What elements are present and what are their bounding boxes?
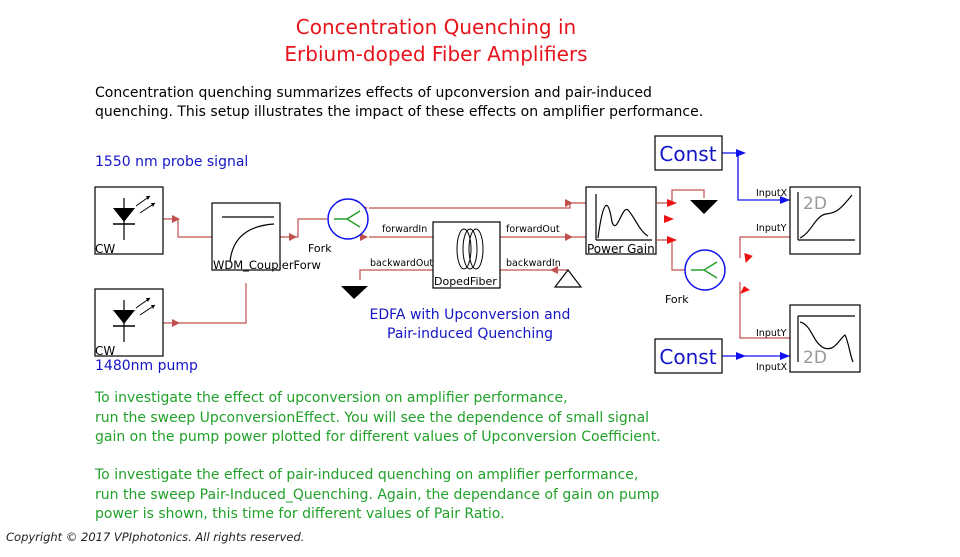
- description: Concentration quenching summarizes effec…: [95, 84, 815, 122]
- port-inputx-bottom: InputX: [756, 362, 788, 373]
- wdm-coupler[interactable]: WDM_CouplerForw: [211, 202, 321, 272]
- plot-top-label: 2D: [803, 194, 827, 214]
- page-title: Concentration Quenching in Erbium-doped …: [0, 14, 872, 68]
- description-line-2: quenching. This setup illustrates the im…: [95, 104, 704, 120]
- port-inputx-top: InputX: [756, 188, 788, 199]
- title-line-1: Concentration Quenching in: [295, 15, 577, 39]
- copyright-notice: Copyright © 2017 VPIphotonics. All right…: [6, 530, 305, 544]
- port-backwardout: backwardOut: [370, 258, 433, 269]
- plot-bottom-label: 2D: [803, 348, 827, 368]
- wire-cw-top-to-wdm[interactable]: [163, 218, 212, 238]
- fork-right-label: Fork: [665, 293, 689, 306]
- wire-fork-to-forwardin[interactable]: [369, 202, 586, 209]
- wire-wdm-to-fork[interactable]: [280, 218, 327, 238]
- null-sink-right[interactable]: [690, 200, 718, 214]
- pump-label: 1480nm pump: [95, 358, 198, 374]
- probe-signal-label: 1550 nm probe signal: [95, 154, 249, 170]
- upconversion-line-1: To investigate the effect of upconversio…: [95, 390, 568, 406]
- wdm-label: WDM_CouplerForw: [213, 258, 321, 272]
- electrical-wires: [722, 152, 790, 357]
- upconversion-line-3: gain on the pump power plotted for diffe…: [95, 429, 661, 445]
- power-gain-block[interactable]: Power Gain: [585, 186, 657, 256]
- port-forwardin: forwardIn: [382, 224, 427, 235]
- wire-cw-bottom-to-wdm[interactable]: [163, 283, 247, 324]
- fork-left-label: Fork: [308, 242, 332, 255]
- wire-fork2-to-plot-top[interactable]: [739, 236, 790, 258]
- power-gain-label: Power Gain: [587, 242, 655, 256]
- cw-laser-bottom[interactable]: CW: [94, 288, 164, 358]
- port-inputy-top: InputY: [756, 223, 787, 234]
- upconversion-instructions: To investigate the effect of upconversio…: [95, 389, 815, 448]
- pair-quenching-instructions: To investigate the effect of pair-induce…: [95, 466, 815, 525]
- doped-fiber[interactable]: DopedFiber: [432, 221, 501, 289]
- fork-left[interactable]: Fork: [308, 198, 369, 255]
- cw-laser-top[interactable]: CW: [94, 186, 164, 256]
- const-bottom-label: Const: [659, 345, 716, 369]
- doped-fiber-label: DopedFiber: [434, 275, 497, 288]
- const-top[interactable]: Const: [654, 135, 723, 171]
- edfa-label: EDFA with Upconversion and Pair-induced …: [340, 306, 600, 344]
- pair-line-2: run the sweep Pair-Induced_Quenching. Ag…: [95, 486, 660, 503]
- port-forwardout: forwardOut: [506, 224, 560, 235]
- cw-top-label: CW: [95, 242, 115, 256]
- description-line-1: Concentration quenching summarizes effec…: [95, 85, 652, 101]
- null-source-right[interactable]: [553, 269, 583, 288]
- port-backwardin: backwardIn: [506, 258, 561, 269]
- blue-arrows: [736, 149, 790, 360]
- edfa-label-line-1: EDFA with Upconversion and: [369, 307, 571, 323]
- wire-const-top-out[interactable]: [722, 152, 790, 201]
- const-bottom[interactable]: Const: [654, 338, 723, 374]
- wire-fork2-to-plot-bottom[interactable]: [739, 282, 790, 339]
- fork-right[interactable]: Fork: [665, 249, 726, 306]
- pair-line-3: power is shown, this time for different …: [95, 506, 505, 522]
- plot-2d-bottom[interactable]: 2D: [789, 304, 861, 373]
- cw-bottom-label: CW: [95, 344, 115, 358]
- null-sink-left[interactable]: [341, 286, 368, 299]
- edfa-label-line-2: Pair-induced Quenching: [387, 326, 553, 342]
- title-line-2: Erbium-doped Fiber Amplifiers: [284, 42, 588, 66]
- upconversion-line-2: run the sweep UpconversionEffect. You wi…: [95, 409, 650, 426]
- wire-backwardout[interactable]: [359, 269, 433, 280]
- red-output-arrows: [664, 199, 753, 294]
- plot-2d-top[interactable]: 2D: [789, 186, 861, 255]
- const-top-label: Const: [659, 142, 716, 166]
- port-inputy-bottom: InputY: [756, 328, 787, 339]
- pair-line-1: To investigate the effect of pair-induce…: [95, 467, 639, 483]
